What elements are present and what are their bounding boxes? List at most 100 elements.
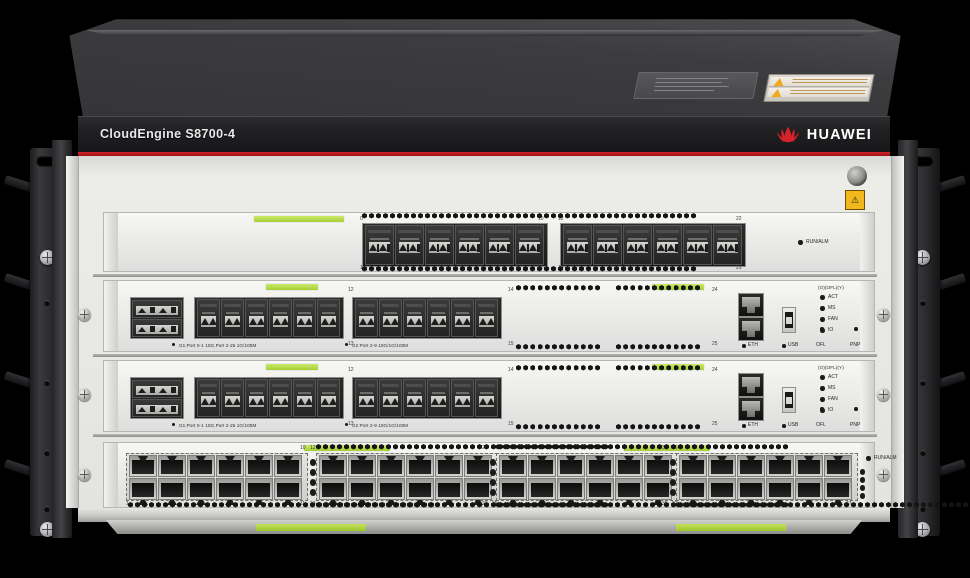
rj45-port[interactable] — [319, 455, 347, 477]
line-card-slot-1[interactable]: 0 10 1 11 12 22 13 23 RUN/ALM — [103, 212, 875, 272]
rj45-port[interactable] — [795, 478, 823, 505]
rj45-port[interactable] — [679, 455, 707, 477]
rj45-port[interactable] — [377, 478, 405, 505]
rj45-port[interactable] — [644, 455, 672, 477]
rj45-port[interactable] — [708, 478, 736, 505]
rj45-port[interactable] — [586, 478, 614, 505]
eth-management-port[interactable] — [738, 293, 764, 317]
rj45-port[interactable] — [499, 455, 527, 477]
bracket-screw[interactable] — [40, 250, 55, 265]
sfp-port[interactable] — [394, 225, 424, 265]
card-ejector-left[interactable] — [104, 213, 118, 271]
sfp-port[interactable] — [132, 299, 182, 318]
sfp-port[interactable] — [652, 225, 682, 265]
rj45-port-bank-4[interactable] — [676, 453, 858, 505]
sfp-cage-small-group[interactable] — [130, 297, 184, 339]
card-ejector-right[interactable] — [860, 443, 874, 507]
rj45-port[interactable] — [737, 455, 765, 477]
rj45-port[interactable] — [245, 478, 273, 505]
sfp-port[interactable] — [622, 225, 652, 265]
rj45-port[interactable] — [216, 478, 244, 505]
rj45-port[interactable] — [737, 478, 765, 505]
bracket-screw[interactable] — [915, 250, 930, 265]
rj45-port-bank-1[interactable] — [126, 453, 308, 505]
sfp-port[interactable] — [268, 379, 292, 417]
rj45-port[interactable] — [708, 455, 736, 477]
rj45-port[interactable] — [274, 478, 302, 505]
card-ejector-left[interactable] — [104, 281, 118, 351]
card-ejector-right[interactable] — [860, 281, 874, 351]
rj45-port[interactable] — [406, 455, 434, 477]
sfp-port[interactable] — [244, 379, 268, 417]
bracket-screw[interactable] — [915, 522, 930, 537]
sfp-port[interactable] — [364, 225, 394, 265]
sfp-port[interactable] — [132, 318, 182, 337]
sfp-plus-cage-group-2[interactable] — [352, 377, 502, 419]
sfp-port[interactable] — [424, 225, 454, 265]
rj45-port[interactable] — [615, 478, 643, 505]
rj45-port[interactable] — [158, 455, 186, 477]
sfp-port[interactable] — [196, 299, 220, 337]
sfp-port[interactable] — [132, 379, 182, 398]
sfp-port[interactable] — [268, 299, 292, 337]
rj45-port[interactable] — [586, 455, 614, 477]
sfp-port[interactable] — [474, 379, 498, 417]
card-retain-screw[interactable] — [78, 308, 91, 321]
ground-port[interactable] — [847, 166, 867, 186]
rj45-port[interactable] — [348, 455, 376, 477]
eth-management-port[interactable] — [738, 373, 764, 397]
sfp-port[interactable] — [426, 299, 450, 337]
rj45-port[interactable] — [187, 478, 215, 505]
sfp-port[interactable] — [562, 225, 592, 265]
eth-management-port-2[interactable] — [738, 317, 764, 341]
rj45-port[interactable] — [824, 455, 852, 477]
card-ejector-left[interactable] — [104, 361, 118, 431]
sfp-port[interactable] — [454, 225, 484, 265]
rj45-port[interactable] — [406, 478, 434, 505]
card-ejector-right[interactable] — [860, 213, 874, 271]
rj45-port[interactable] — [766, 478, 794, 505]
rj45-port[interactable] — [435, 478, 463, 505]
card-retain-screw[interactable] — [78, 388, 91, 401]
sfp-port[interactable] — [514, 225, 544, 265]
sfp-port[interactable] — [402, 379, 426, 417]
rj45-port[interactable] — [158, 478, 186, 505]
rj45-port[interactable] — [216, 455, 244, 477]
rj45-port[interactable] — [348, 478, 376, 505]
rj45-port-bank-2[interactable] — [316, 453, 498, 505]
rj45-port[interactable] — [129, 455, 157, 477]
rj45-port[interactable] — [464, 455, 492, 477]
sfp-plus-cage-group-1[interactable] — [194, 377, 344, 419]
sfp-port[interactable] — [450, 379, 474, 417]
sfp-port[interactable] — [132, 398, 182, 417]
sfp-port[interactable] — [316, 379, 340, 417]
sfp-port[interactable] — [220, 299, 244, 337]
rj45-port[interactable] — [644, 478, 672, 505]
rj45-port[interactable] — [274, 455, 302, 477]
bracket-screw[interactable] — [40, 522, 55, 537]
sfp-port[interactable] — [474, 299, 498, 337]
sfp-cage-group-1[interactable] — [362, 223, 548, 267]
sfp-port[interactable] — [402, 299, 426, 337]
rj45-port[interactable] — [679, 478, 707, 505]
rj45-port[interactable] — [319, 478, 347, 505]
sfp-plus-cage-group-2[interactable] — [352, 297, 502, 339]
rj45-port[interactable] — [615, 455, 643, 477]
rj45-port[interactable] — [557, 455, 585, 477]
rj45-port-bank-3[interactable] — [496, 453, 678, 505]
sfp-port[interactable] — [244, 299, 268, 337]
rj45-port[interactable] — [187, 455, 215, 477]
card-ejector-left[interactable] — [104, 443, 118, 507]
sfp-plus-cage-group-1[interactable] — [194, 297, 344, 339]
rj45-port[interactable] — [766, 455, 794, 477]
card-retain-screw[interactable] — [78, 468, 91, 481]
rj45-port[interactable] — [245, 455, 273, 477]
sfp-port[interactable] — [220, 379, 244, 417]
rj45-port[interactable] — [528, 455, 556, 477]
sfp-port[interactable] — [378, 379, 402, 417]
rj45-port[interactable] — [129, 478, 157, 505]
sfp-port[interactable] — [426, 379, 450, 417]
usb-port[interactable] — [782, 307, 796, 333]
sfp-port[interactable] — [712, 225, 742, 265]
rj45-port[interactable] — [377, 455, 405, 477]
